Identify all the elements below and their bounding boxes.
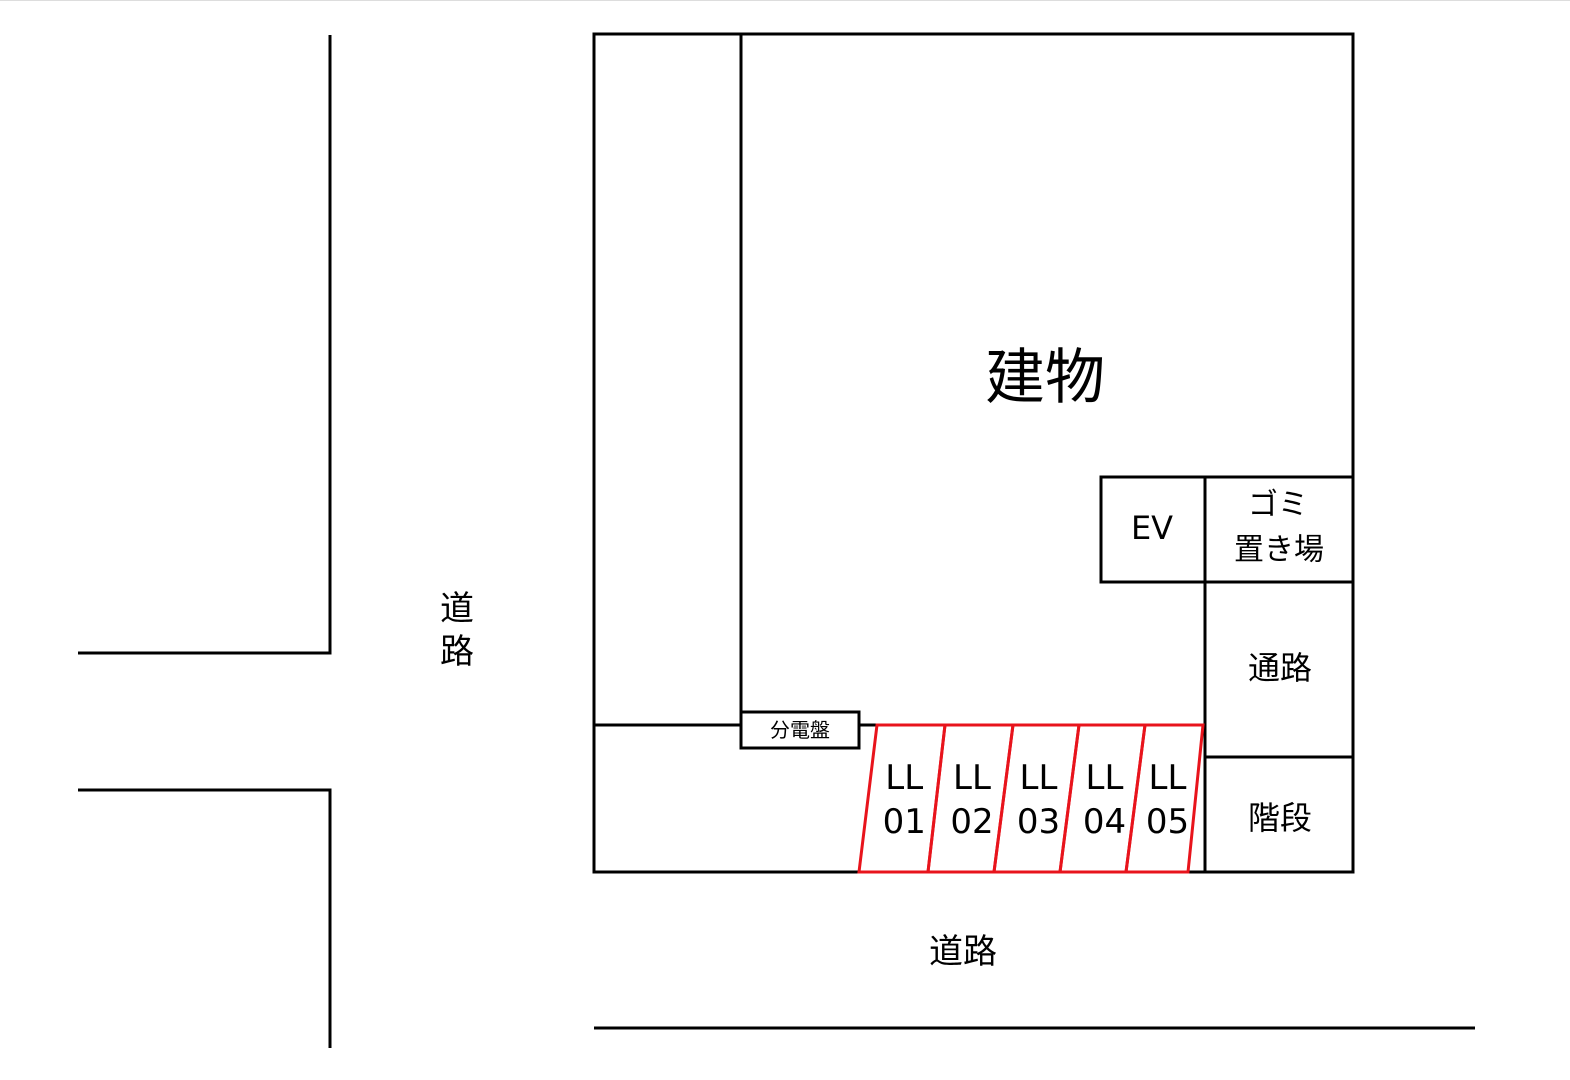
panel-box <box>739 710 861 750</box>
parking-space-5 <box>1124 723 1205 874</box>
road-left-label-1: 道 <box>440 589 474 629</box>
parking-label-line1: LL <box>953 758 991 798</box>
parking-label-line2: 02 <box>950 802 993 842</box>
parking-label-line2: 01 <box>883 802 926 842</box>
stairs-label: 階段 <box>1248 799 1312 837</box>
garbage-box <box>1203 475 1355 584</box>
left-road-edges <box>78 35 332 1048</box>
garbage-label-1: ゴミ <box>1248 488 1308 523</box>
road-left-label-2: 路 <box>440 632 474 672</box>
road-bottom-label: 道路 <box>929 932 997 972</box>
passage-label: 通路 <box>1248 649 1312 687</box>
parking-label-line1: LL <box>885 758 923 798</box>
parking-label-line1: LL <box>1149 758 1187 798</box>
lot-outline <box>592 32 1355 874</box>
panel-label: 分電盤 <box>770 718 830 742</box>
parking-label-line2: 05 <box>1146 802 1189 842</box>
parking-space-4 <box>1058 723 1147 874</box>
parking-space-2 <box>926 723 1015 874</box>
parking-label-line1: LL <box>1086 758 1124 798</box>
parking-space-1 <box>857 723 947 874</box>
parking-label-line2: 04 <box>1083 802 1126 842</box>
garbage-label-2: 置き場 <box>1234 533 1324 568</box>
building-label: 建物 <box>985 343 1105 413</box>
parking-label-line1: LL <box>1020 758 1058 798</box>
parking-label-line2: 03 <box>1017 802 1060 842</box>
parking-space-3 <box>992 723 1081 874</box>
ev-label: EV <box>1131 509 1173 547</box>
